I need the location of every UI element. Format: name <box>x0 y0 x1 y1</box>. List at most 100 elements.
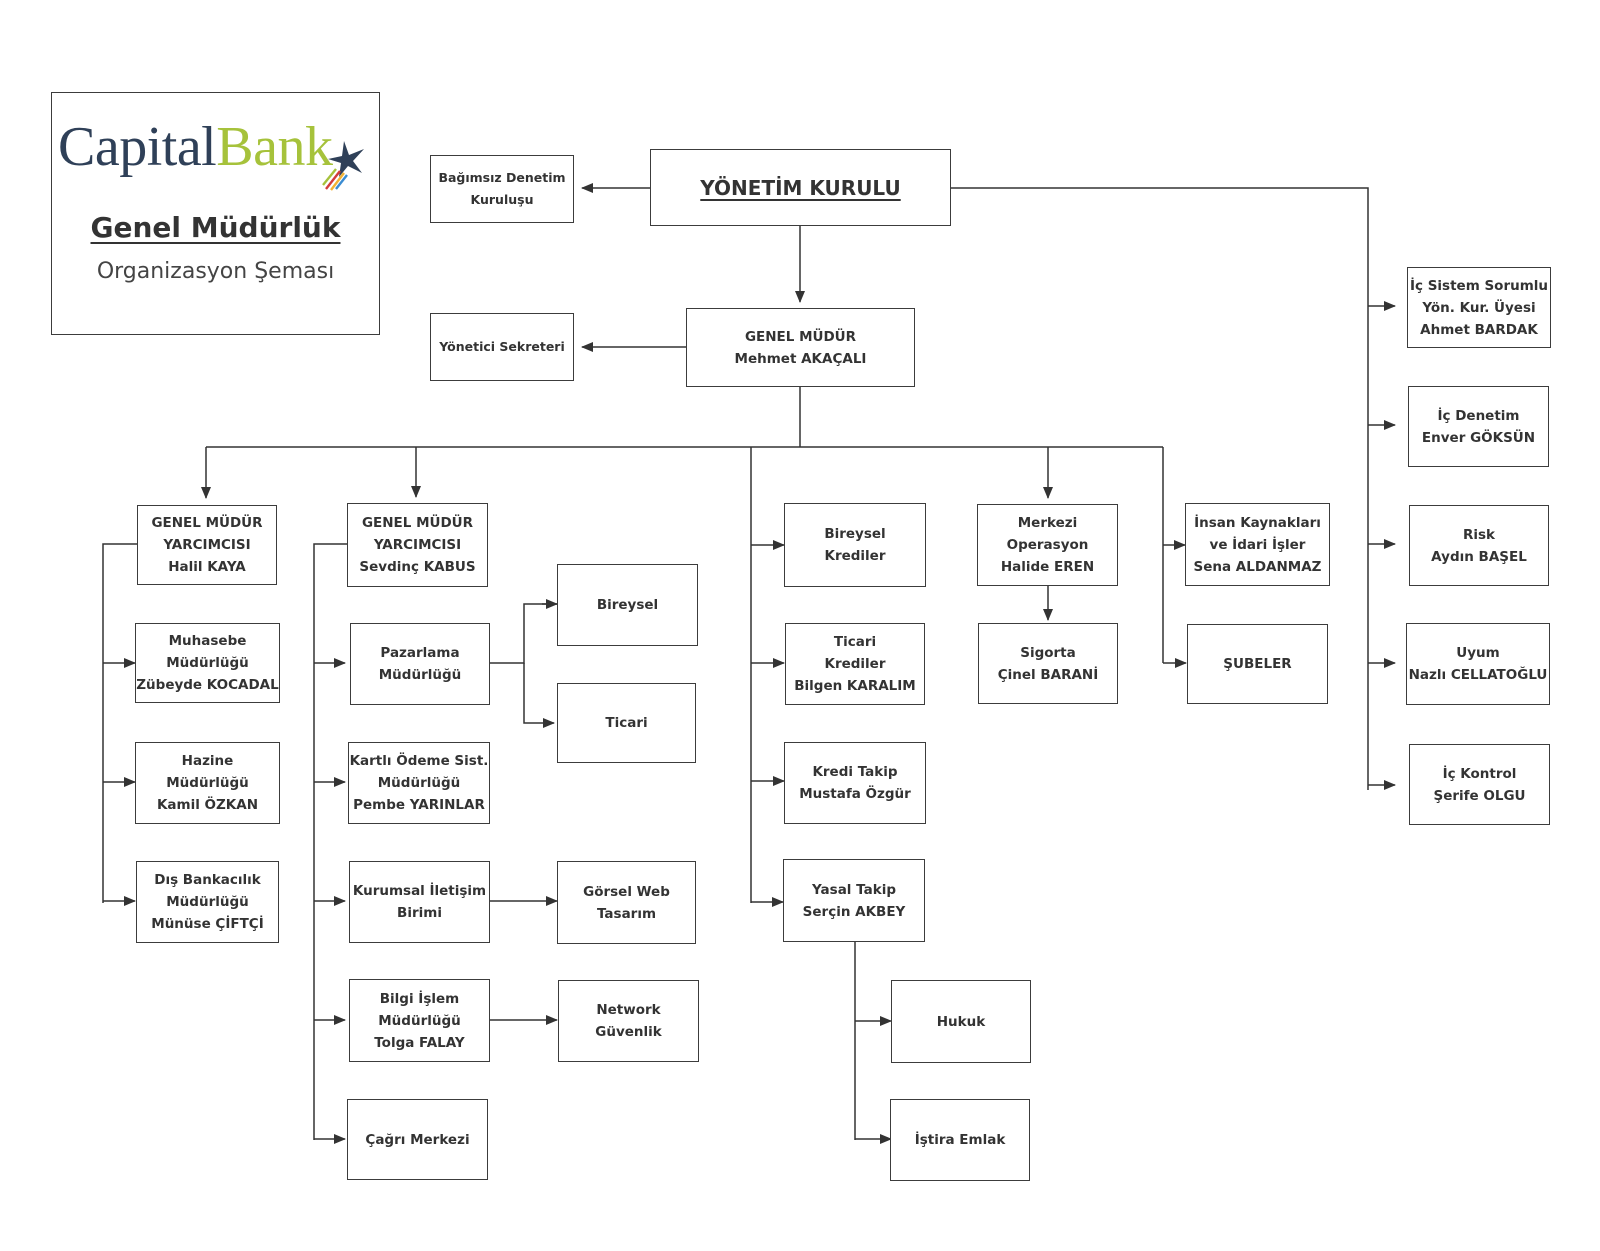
node-hazine: Hazine Müdürlüğü Kamil ÖZKAN <box>135 742 280 824</box>
node-yasal-takip: Yasal Takip Serçin AKBEY <box>783 859 925 942</box>
node-insan-kaynaklari: İnsan Kaynakları ve İdari İşler Sena ALD… <box>1185 503 1330 586</box>
node-line: Kuruluşu <box>470 192 534 207</box>
node-merkezi-operasyon: Merkezi Operasyon Halide EREN <box>977 504 1118 586</box>
node-muhasebe: Muhasebe Müdürlüğü Zübeyde KOCADAL <box>135 623 280 703</box>
node-istira-emlak: İştira Emlak <box>890 1099 1030 1181</box>
node-line: Tasarım <box>596 905 657 922</box>
node-kartli-odeme: Kartlı Ödeme Sist. Müdürlüğü Pembe YARIN… <box>348 742 490 824</box>
node-gmy-halil-kaya: GENEL MÜDÜR YARCIMCISI Halil KAYA <box>137 505 277 585</box>
node-bagimsiz-denetim: Bağımsız Denetim Kuruluşu <box>430 155 574 223</box>
node-yonetim-kurulu: YÖNETİM KURULU <box>650 149 951 226</box>
node-line: Sevdinç KABUS <box>359 559 476 575</box>
node-line: Hazine <box>181 753 234 769</box>
node-line: Şerife OLGU <box>1433 787 1526 804</box>
node-pazarlama: Pazarlama Müdürlüğü <box>350 623 490 705</box>
node-dis-bankacilik: Dış Bankacılık Müdürlüğü Münüse ÇİFTÇİ <box>136 861 279 943</box>
logo-panel: CapitalBank Genel Müdürlük Organizasyon … <box>51 92 380 335</box>
node-subeler: ŞUBELER <box>1187 624 1328 704</box>
node-line: Krediler <box>824 548 886 564</box>
node-line: Ticari <box>605 715 648 731</box>
node-line: YARCIMCISI <box>163 537 251 553</box>
node-line: Ahmet BARDAK <box>1420 321 1538 338</box>
node-yonetici-sekreteri: Yönetici Sekreteri <box>430 313 574 381</box>
node-line: Kartlı Ödeme Sist. <box>349 753 489 769</box>
node-line: Zübeyde KOCADAL <box>136 677 279 693</box>
node-ticari: Ticari <box>557 683 696 763</box>
node-ic-sistem: İç Sistem Sorumlu Yön. Kur. Üyesi Ahmet … <box>1407 267 1551 348</box>
node-line: Yönetici Sekreteri <box>439 339 565 354</box>
node-line: Halide EREN <box>1000 559 1095 575</box>
node-line: Pazarlama <box>380 645 460 661</box>
node-bilgi-islem: Bilgi İşlem Müdürlüğü Tolga FALAY <box>349 979 490 1062</box>
node-line: Müdürlüğü <box>378 667 462 683</box>
node-line: Müdürlüğü <box>377 775 461 791</box>
node-line: Ticari <box>833 634 877 650</box>
node-line: Mustafa Özgür <box>799 786 911 802</box>
node-ticari-krediler: Ticari Krediler Bilgen KARALIM <box>785 623 925 705</box>
node-line: GENEL MÜDÜR <box>361 515 474 531</box>
node-line: Operasyon <box>1006 537 1089 553</box>
node-ic-denetim: İç Denetim Enver GÖKSÜN <box>1408 386 1549 467</box>
node-line: Mehmet AKAÇALI <box>734 350 867 367</box>
node-line: Çinel BARANİ <box>997 666 1099 683</box>
node-line: Muhasebe <box>168 633 247 649</box>
node-bireysel: Bireysel <box>557 564 698 646</box>
logo-bank-text: Bank <box>216 116 333 178</box>
node-hukuk: Hukuk <box>891 980 1031 1063</box>
node-line: İç Sistem Sorumlu <box>1409 277 1549 294</box>
node-line: Yön. Kur. Üyesi <box>1422 299 1536 316</box>
node-line: ŞUBELER <box>1223 656 1292 672</box>
node-line: Kurumsal İletişim <box>352 883 487 899</box>
node-risk: Risk Aydın BAŞEL <box>1409 505 1549 586</box>
node-line: Bağımsız Denetim <box>438 170 566 185</box>
node-line: Halil KAYA <box>168 559 246 575</box>
node-line: İç Denetim <box>1437 407 1520 424</box>
page-title: Genel Müdürlük <box>90 211 341 244</box>
node-line: Bilgen KARALIM <box>794 678 916 694</box>
node-line: Hukuk <box>936 1013 986 1030</box>
node-bireysel-krediler: Bireysel Krediler <box>784 503 926 587</box>
node-line: Kredi Takip <box>812 764 898 780</box>
node-line: Uyum <box>1456 645 1500 661</box>
node-line: Kamil ÖZKAN <box>156 797 259 813</box>
node-line: Müdürlüğü <box>378 1012 461 1029</box>
node-line: Risk <box>1462 526 1496 543</box>
node-line: Çağrı Merkezi <box>365 1131 470 1148</box>
node-uyum: Uyum Nazlı CELLATOĞLU <box>1406 623 1550 705</box>
node-kredi-takip: Kredi Takip Mustafa Özgür <box>784 742 926 824</box>
node-line: Görsel Web <box>583 883 670 900</box>
node-line: Yasal Takip <box>812 881 896 898</box>
node-genel-mudur: GENEL MÜDÜR Mehmet AKAÇALI <box>686 308 915 387</box>
node-line: Müdürlüğü <box>166 775 249 791</box>
node-line: YARCIMCISI <box>373 537 462 553</box>
node-line: GENEL MÜDÜR <box>744 328 857 345</box>
node-network-guvenlik: Network Güvenlik <box>558 980 699 1062</box>
node-line: ve İdari İşler <box>1209 536 1306 553</box>
node-line: Güvenlik <box>595 1024 662 1040</box>
node-gmy-sevdinc-kabus: GENEL MÜDÜR YARCIMCISI Sevdinç KABUS <box>347 503 488 587</box>
node-line: Nazlı CELLATOĞLU <box>1408 667 1548 683</box>
node-sigorta: Sigorta Çinel BARANİ <box>978 623 1118 704</box>
node-line: İnsan Kaynakları <box>1194 514 1321 531</box>
node-line: Sigorta <box>1020 644 1076 661</box>
node-line: Merkezi <box>1017 515 1078 531</box>
node-line: Serçin AKBEY <box>802 903 906 920</box>
node-line: Krediler <box>824 656 886 672</box>
node-line: Bireysel <box>824 526 886 542</box>
node-line: Münüse ÇİFTÇİ <box>151 916 264 932</box>
node-line: Müdürlüğü <box>166 894 249 910</box>
node-gorsel-web: Görsel Web Tasarım <box>557 861 696 944</box>
capitalbank-logo: CapitalBank <box>58 115 333 179</box>
node-line: Tolga FALAY <box>374 1034 465 1051</box>
node-line: Pembe YARINLAR <box>353 797 485 813</box>
node-line: Dış Bankacılık <box>154 872 261 888</box>
node-line: Network <box>596 1002 661 1018</box>
page-subtitle: Organizasyon Şeması <box>96 259 335 284</box>
node-line: Birimi <box>397 905 442 921</box>
node-line: Müdürlüğü <box>166 655 249 671</box>
node-line: YÖNETİM KURULU <box>700 175 901 200</box>
node-kurumsal-iletisim: Kurumsal İletişim Birimi <box>349 861 490 943</box>
node-line: Aydın BAŞEL <box>1431 548 1527 565</box>
node-ic-kontrol: İç Kontrol Şerife OLGU <box>1409 744 1550 825</box>
node-line: Sena ALDANMAZ <box>1193 558 1322 575</box>
